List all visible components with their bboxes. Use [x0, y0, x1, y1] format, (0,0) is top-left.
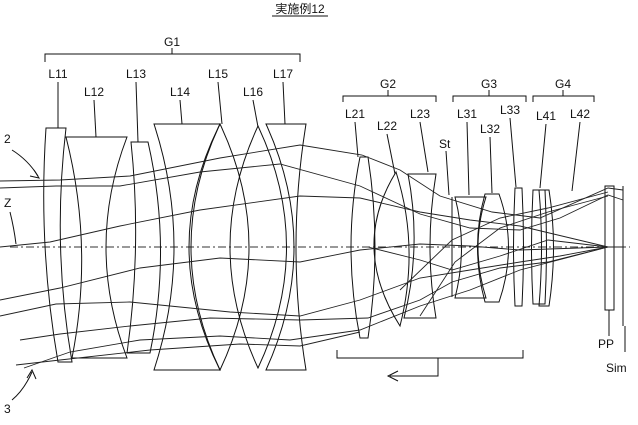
- lens-label-l31: L31: [457, 107, 477, 121]
- prism-block: [605, 186, 614, 310]
- lens-label-l13: L13: [126, 67, 146, 81]
- lens-label-l42: L42: [570, 107, 590, 121]
- group-g3-label: G3: [481, 77, 497, 91]
- lens-label-l12: L12: [84, 85, 104, 99]
- lens-label-l17: L17: [273, 67, 293, 81]
- group-g1-bracket: [45, 54, 300, 62]
- lens-label-l22: L22: [377, 119, 397, 133]
- ray-lower-label: 3: [4, 402, 11, 416]
- diagram-title: 実施例12: [275, 1, 325, 16]
- ray-bundle: [0, 145, 623, 368]
- ray-upper-label: 2: [4, 132, 11, 146]
- moving-group-bracket: [337, 350, 523, 358]
- lens-l12: [66, 137, 127, 358]
- leader-lines: [58, 82, 580, 195]
- axis-label: Z: [4, 196, 11, 210]
- lens-l11: [44, 128, 72, 362]
- move-direction-line: [390, 358, 438, 376]
- lens-label-l14: L14: [170, 85, 190, 99]
- image-label: Sim: [606, 361, 627, 375]
- group-g2-bracket: [343, 96, 436, 102]
- axis-leader: [10, 212, 16, 244]
- lens-label-l21: L21: [345, 107, 365, 121]
- lens-label-l41: L41: [536, 109, 556, 123]
- group-g1-label: G1: [164, 35, 180, 49]
- ray-lower-leader: [12, 372, 32, 400]
- lens-label-l11: L11: [48, 67, 67, 81]
- lens-l31: [455, 197, 486, 298]
- lens-label-l16: L16: [243, 85, 263, 99]
- ray-upper-leader: [12, 150, 38, 176]
- group-g2-label: G2: [380, 77, 396, 91]
- prism-label: PP: [598, 337, 614, 351]
- group-g4-label: G4: [555, 77, 571, 91]
- stop-label: St: [439, 137, 451, 151]
- lens-label-l33: L33: [500, 103, 520, 117]
- group-g3-bracket: [453, 96, 526, 102]
- group-g4-bracket: [533, 96, 594, 102]
- lens-label-l15: L15: [208, 67, 228, 81]
- lens-label-l32: L32: [480, 122, 500, 136]
- lens-label-l23: L23: [410, 107, 430, 121]
